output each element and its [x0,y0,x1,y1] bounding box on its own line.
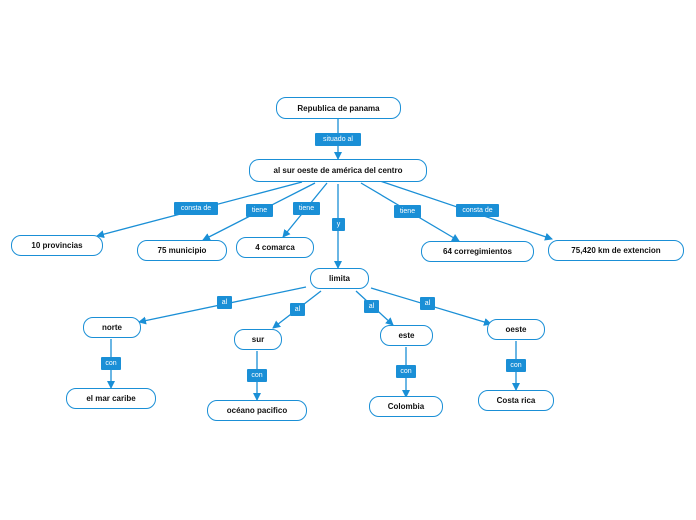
label-y: y [332,218,345,231]
label-al-oeste: al [420,297,435,310]
node-este[interactable]: este [380,325,433,346]
label-con-este: con [396,365,416,378]
node-sur[interactable]: sur [234,329,282,350]
label-al-sur: al [290,303,305,316]
node-limita[interactable]: limita [310,268,369,289]
node-extension[interactable]: 75,420 km de extencion [548,240,684,261]
node-mar-caribe[interactable]: el mar caribe [66,388,156,409]
label-consta-right: consta de [456,204,499,217]
label-con-oeste: con [506,359,526,372]
label-tiene-3: tiene [394,205,421,218]
node-municipio[interactable]: 75 municipio [137,240,227,261]
node-norte[interactable]: norte [83,317,141,338]
node-republica[interactable]: Republica de panama [276,97,401,119]
node-corregimientos[interactable]: 64 corregimientos [421,241,534,262]
label-consta-left: consta de [174,202,218,215]
node-provincias[interactable]: 10 provincias [11,235,103,256]
label-con-norte: con [101,357,121,370]
label-tiene-2: tiene [293,202,320,215]
label-al-norte: al [217,296,232,309]
node-oceano[interactable]: océano pacifico [207,400,307,421]
label-al-este: al [364,300,379,313]
node-colombia[interactable]: Colombia [369,396,443,417]
label-situado: situado al [315,133,361,146]
label-tiene-1: tiene [246,204,273,217]
node-sur-oeste[interactable]: al sur oeste de américa del centro [249,159,427,182]
node-costa-rica[interactable]: Costa rica [478,390,554,411]
label-con-sur: con [247,369,267,382]
node-comarca[interactable]: 4 comarca [236,237,314,258]
node-oeste[interactable]: oeste [487,319,545,340]
